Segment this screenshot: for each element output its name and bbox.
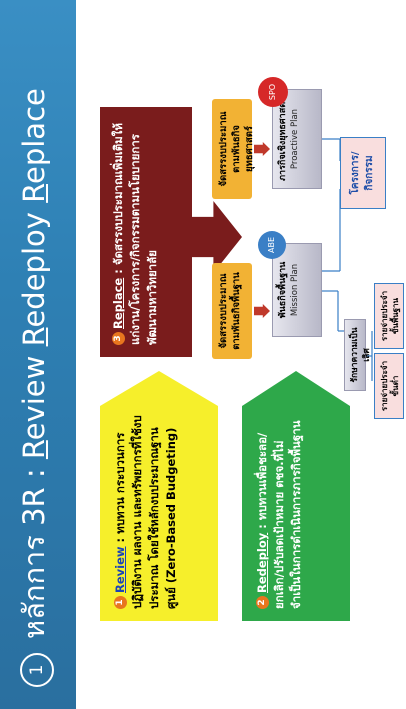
title-r3-initial: R bbox=[17, 184, 51, 203]
title-r2-rest: edeploy bbox=[17, 202, 51, 328]
replace-keyword: Replace bbox=[111, 277, 125, 329]
strategic-allocation-arrow-icon bbox=[254, 142, 270, 156]
title-r2-initial: R bbox=[17, 327, 51, 347]
review-badge-icon: 1 bbox=[114, 596, 127, 609]
strategic-allocation-box: จัดสรรงบประมาณตามพันธกิจยุทธศาสตร์ bbox=[212, 99, 255, 199]
redeploy-keyword: Redeploy bbox=[255, 532, 269, 593]
redeploy-badge-icon: 2 bbox=[256, 596, 269, 609]
title-r1-initial: R bbox=[17, 440, 51, 460]
replace-box: 3Replace : จัดสรรงบประมาณเพิ่มเติมให้แก่… bbox=[100, 107, 192, 357]
mission-plan-en: Mission Plan bbox=[290, 263, 300, 317]
mission-plan-th: พันธกิจพื้นฐาน bbox=[278, 261, 288, 319]
project-activity-box: โครงการ/กิจกรรม bbox=[340, 137, 386, 209]
title-prefix: หลักการ 3R : bbox=[17, 459, 51, 639]
maintain-excellence-box: รักษาความเป็นเลิศ bbox=[344, 319, 372, 391]
page-title: หลักการ 3R : Review Redeploy Replace bbox=[14, 88, 54, 639]
title-r1-rest: eview bbox=[17, 346, 51, 441]
review-box: 1Review : ทบทวน กระบวนการปฏิบัติงาน ผลงา… bbox=[100, 371, 218, 621]
expense-basic-box: รายจ่ายประจำขั้นพื้นฐาน bbox=[374, 283, 404, 349]
review-keyword: Review bbox=[113, 546, 127, 593]
spo-circle: SPO bbox=[258, 77, 288, 107]
proactive-plan-en: Proactive Plan bbox=[290, 108, 300, 170]
redeploy-box: 2Redeploy : ทบทวนเพื่อชะลอ/ยกเลิก/ปรับลด… bbox=[242, 371, 350, 621]
proactive-plan-th: ภารกิจเชิงยุทธศาสตร์ bbox=[278, 97, 288, 181]
basic-allocation-box: จัดสรรงบประมาณตามพันธกิจพื้นฐาน bbox=[212, 263, 252, 359]
title-bar: 1 หลักการ 3R : Review Redeploy Replace bbox=[0, 0, 76, 709]
title-number-circle: 1 bbox=[20, 653, 54, 687]
mission-plan-box: พันธกิจพื้นฐาน Mission Plan bbox=[272, 243, 322, 337]
expense-min-box: รายจ่ายประจำขั้นต่ำ bbox=[374, 353, 404, 419]
replace-badge-icon: 3 bbox=[112, 332, 125, 345]
title-r3-rest: eplace bbox=[17, 88, 51, 184]
abe-circle: ABE bbox=[258, 231, 286, 259]
basic-allocation-arrow-icon bbox=[254, 304, 270, 318]
